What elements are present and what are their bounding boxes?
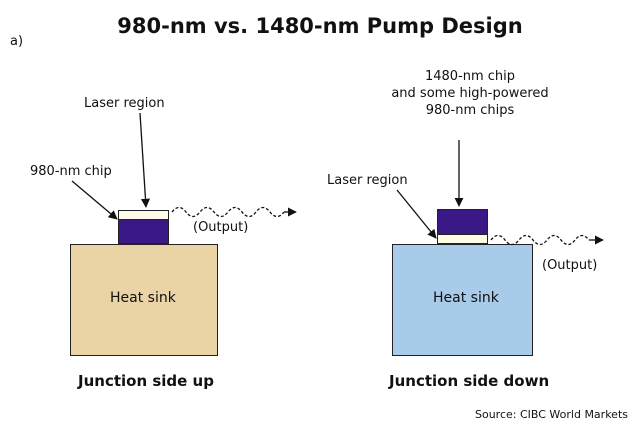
right-caption: Junction side down [389, 372, 550, 390]
right-chip-label-line2: and some high-powered [391, 86, 549, 101]
right-chip-label-line1: 1480-nm chip [424, 69, 516, 84]
left-output-wave [171, 206, 285, 218]
left-laser-region [118, 210, 169, 220]
left-laser-region-label: Laser region [84, 96, 165, 111]
right-heat-sink [392, 244, 533, 356]
left-caption: Junction side up [78, 372, 214, 390]
right-chip-label: 1480-nm chip and some high-powered 980-n… [370, 68, 570, 119]
right-laser-region-label: Laser region [327, 173, 408, 188]
source-credit: Source: CIBC World Markets [474, 408, 628, 421]
diagram-title: 980-nm vs. 1480-nm Pump Design [117, 14, 523, 38]
left-chip-label: 980-nm chip [30, 164, 112, 179]
right-heat-sink-label: Heat sink [433, 290, 499, 306]
left-heat-sink [70, 244, 218, 356]
right-output-wave [490, 234, 590, 246]
panel-letter: a) [10, 34, 24, 49]
left-heat-sink-label: Heat sink [110, 290, 176, 306]
left-output-label: (Output) [193, 220, 249, 235]
right-chip [437, 209, 488, 235]
right-chip-label-line3: 980-nm chips [425, 103, 515, 118]
right-laser-region-arrow [396, 189, 437, 239]
left-chip-arrow [71, 180, 118, 220]
left-laser-region-arrow [139, 112, 151, 208]
right-output-label: (Output) [542, 258, 598, 273]
